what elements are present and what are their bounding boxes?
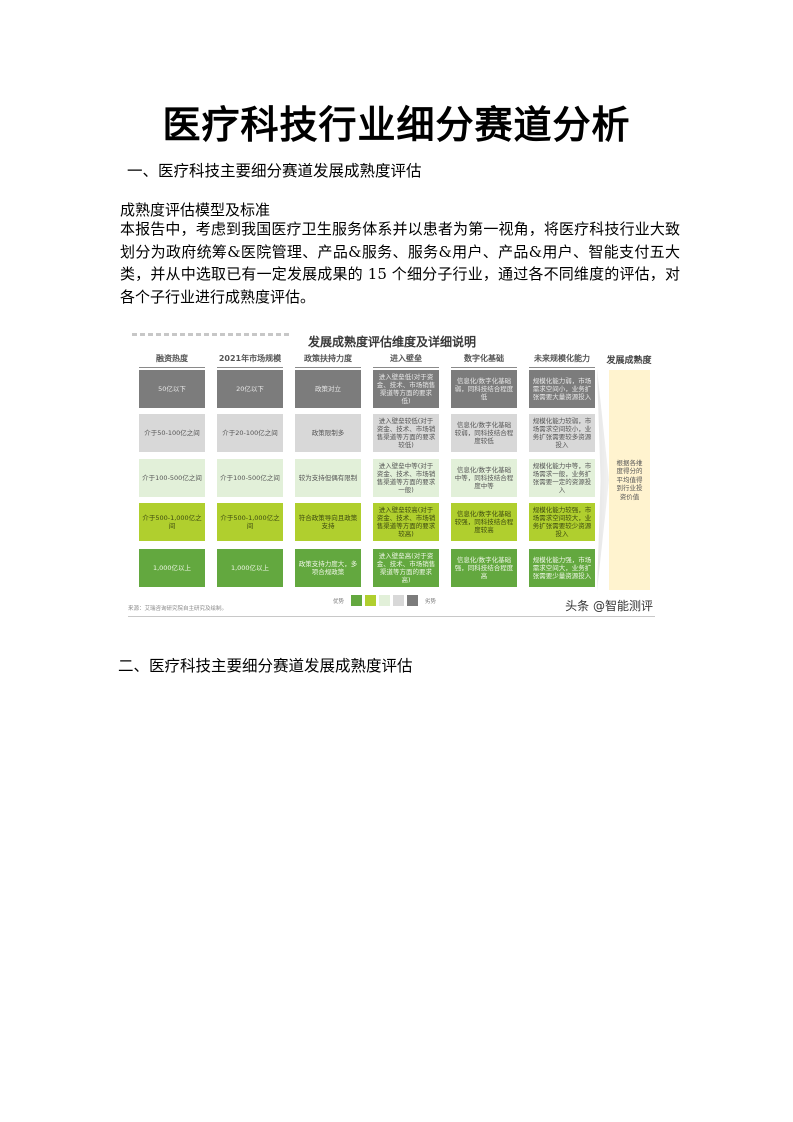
section1-heading: 一、医疗科技主要细分赛道发展成熟度评估	[127, 162, 422, 180]
table-cell: 规模化能力较强，市场需求空间较大，业务扩张需要较少资源投入	[529, 503, 595, 541]
chevron-arrow-icon	[597, 369, 609, 591]
legend-swatch	[379, 595, 391, 606]
table-cell: 符合政策导向且政策支持	[295, 503, 361, 541]
column-header: 2021年市场规模	[217, 353, 283, 368]
table-cell: 规模化能力弱，市场需求空间小，业务扩张需要大量资源投入	[529, 370, 595, 408]
table-cell: 较为支持但偶有限制	[295, 459, 361, 497]
watermark: 头条 @智能测评	[565, 599, 653, 613]
legend-swatch	[351, 595, 363, 606]
table-cell: 规模化能力中等，市场需求一般，业务扩张需要一定的资源投入	[529, 459, 595, 497]
table-cell: 信息化/数字化基础较弱，同科技结合程度较低	[451, 414, 517, 452]
figure-source: 来源：艾瑞咨询研究院自主研究及绘制。	[128, 606, 228, 612]
legend-swatch	[365, 595, 377, 606]
legend-swatch	[393, 595, 405, 606]
legend: 优势 劣势	[333, 595, 436, 606]
table-cell: 进入壁垒中等(对于资金、技术、市场销售渠道等方面的要求一般)	[373, 459, 439, 497]
table-cell: 进入壁垒高(对于资金、技术、市场销售渠道等方面的要求高)	[373, 549, 439, 587]
maturity-note: 根据各维度得分的平均值得到行业投资价值	[609, 370, 650, 590]
table-cell: 政策支持力度大，多项合规政策	[295, 549, 361, 587]
table-cell: 进入壁垒低(对于资金、技术、市场销售渠道等方面的要求低)	[373, 370, 439, 408]
table-cell: 信息化/数字化基础较强，同科技结合程度较高	[451, 503, 517, 541]
table-cell: 介于500-1,000亿之间	[217, 503, 283, 541]
column-header: 进入壁垒	[373, 353, 439, 368]
legend-right-label: 劣势	[425, 598, 437, 605]
subsection-heading: 成熟度评估模型及标准	[120, 201, 271, 219]
table-cell: 规模化能力较弱，市场需求空间较小，业务扩张需要较多资源投入	[529, 414, 595, 452]
column-header: 政策扶持力度	[295, 353, 361, 368]
maturity-evaluation-figure: 发展成熟度评估维度及详细说明 融资热度 2021年市场规模 政策扶持力度 进入壁…	[128, 325, 655, 623]
table-cell: 规模化能力强，市场需求空间大，业务扩张需要少量资源投入	[529, 549, 595, 587]
maturity-column-header: 发展成熟度	[606, 356, 652, 366]
table-cell: 介于100-500亿之间	[217, 459, 283, 497]
figure-title: 发展成熟度评估维度及详细说明	[308, 335, 477, 349]
column-header: 融资热度	[139, 353, 205, 368]
document-title: 医疗科技行业细分赛道分析	[162, 103, 631, 147]
table-cell: 介于500-1,000亿之间	[139, 503, 205, 541]
table-cell: 政策对立	[295, 370, 361, 408]
column-header: 数字化基础	[451, 353, 517, 368]
table-cell: 介于100-500亿之间	[139, 459, 205, 497]
legend-swatch	[407, 595, 419, 606]
section2-heading: 二、医疗科技主要细分赛道发展成熟度评估	[118, 657, 413, 675]
table-cell: 进入壁垒较低(对于资金、技术、市场销售渠道等方面的要求较低)	[373, 414, 439, 452]
legend-left-label: 优势	[333, 598, 345, 605]
table-cell: 政策限制多	[295, 414, 361, 452]
column-header: 未来规模化能力	[529, 353, 595, 368]
table-cell: 信息化/数字化基础强，同科技结合程度高	[451, 549, 517, 587]
table-cell: 1,000亿以上	[139, 549, 205, 587]
blurred-caption-line	[132, 333, 292, 336]
table-cell: 50亿以下	[139, 370, 205, 408]
table-cell: 介于50-100亿之间	[139, 414, 205, 452]
table-cell: 进入壁垒较高(对于资金、技术、市场销售渠道等方面的要求较高)	[373, 503, 439, 541]
table-cell: 信息化/数字化基础弱，同科技结合程度低	[451, 370, 517, 408]
divider	[128, 616, 655, 617]
table-cell: 介于20-100亿之间	[217, 414, 283, 452]
table-cell: 1,000亿以上	[217, 549, 283, 587]
table-cell: 信息化/数字化基础中等，同科技结合程度中等	[451, 459, 517, 497]
body-paragraph: 本报告中，考虑到我国医疗卫生服务体系并以患者为第一视角，将医疗科技行业大致划分为…	[120, 220, 680, 306]
table-cell: 20亿以下	[217, 370, 283, 408]
